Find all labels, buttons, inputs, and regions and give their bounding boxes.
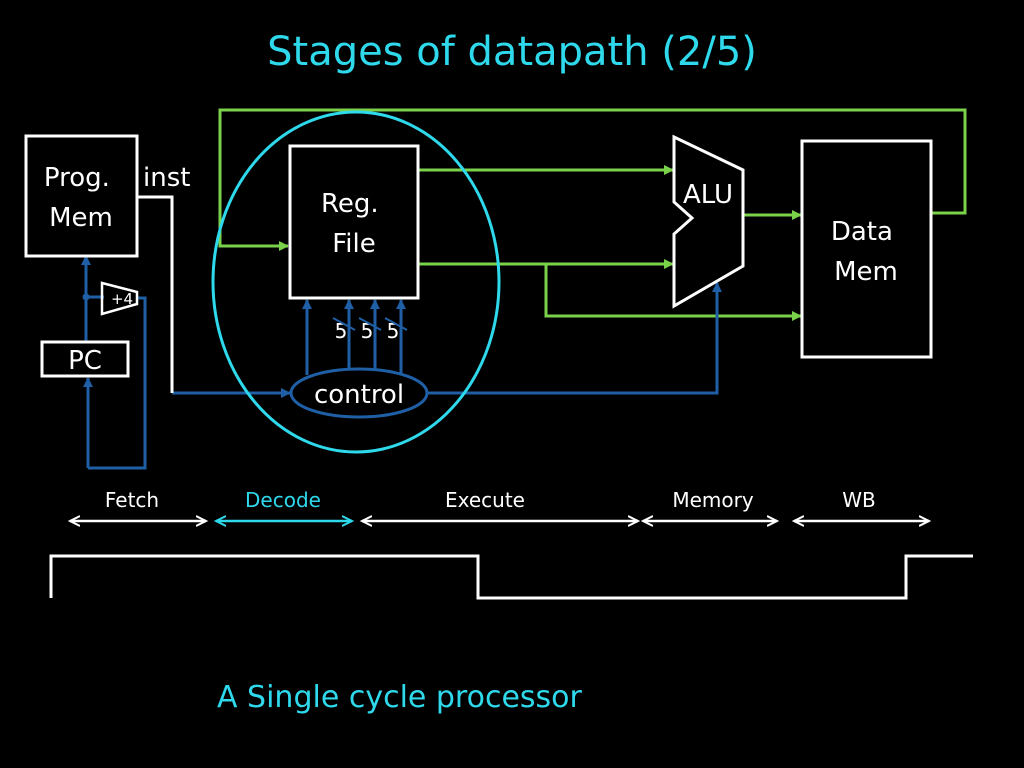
- inst-wire: [137, 195, 174, 393]
- prog-mem-block: [24, 134, 139, 258]
- pc-label: PC: [68, 346, 102, 376]
- inst-label: inst: [143, 163, 190, 193]
- bus-slash-marks: [332, 317, 408, 331]
- stage-execute-label: Execute: [445, 488, 525, 512]
- stage-wb-label: WB: [842, 488, 876, 512]
- decode-highlight: [211, 110, 501, 454]
- junction-dot: [82, 293, 90, 301]
- plus4-adder: [100, 281, 139, 316]
- control-to-alu-wire: [427, 282, 722, 395]
- stage-memory-label: Memory: [672, 488, 754, 512]
- slide-caption: A Single cycle processor: [217, 680, 583, 715]
- pc-register: [40, 340, 130, 378]
- plus4-feedback-wire: [88, 296, 147, 470]
- stage-fetch-label: Fetch: [105, 488, 159, 512]
- plus4-label: +4: [111, 290, 133, 308]
- writeback-wire: [218, 108, 967, 251]
- prog-mem-label: Prog. Mem: [44, 163, 118, 233]
- reg-file-label: Reg. File: [321, 189, 387, 259]
- reg-file-block: [288, 144, 420, 300]
- alu-label: ALU: [683, 180, 733, 210]
- data-mem-block: [800, 139, 933, 359]
- stage-decode-label: Decode: [245, 488, 321, 512]
- slide-title: Stages of datapath (2/5): [267, 29, 757, 75]
- data-mem-label: Data Mem: [831, 217, 901, 287]
- clock-waveform: [49, 554, 973, 600]
- control-unit: [289, 367, 429, 419]
- control-label: control: [314, 380, 404, 410]
- alu-block: [672, 134, 745, 309]
